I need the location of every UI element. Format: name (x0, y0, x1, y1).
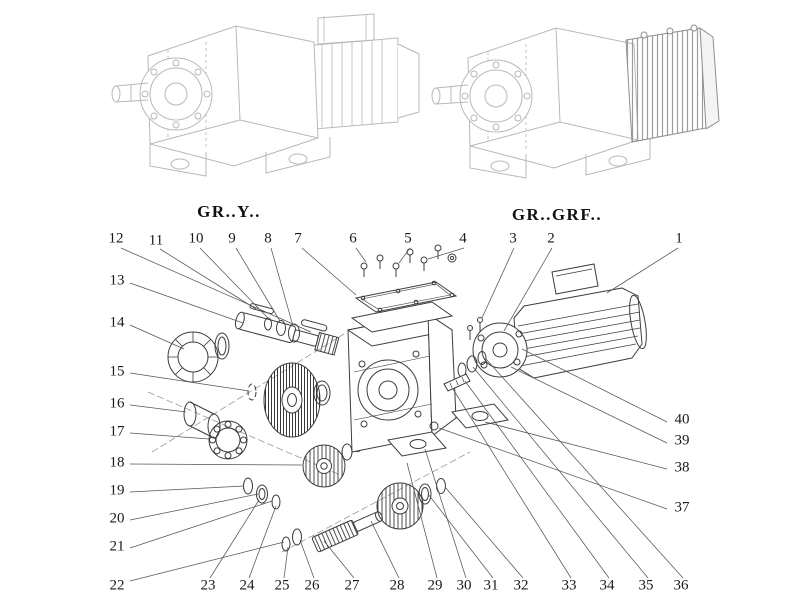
terminal-box (551, 263, 599, 295)
callout-25: 25 (274, 577, 290, 594)
helical-gear-large (263, 362, 321, 438)
callout-38: 38 (674, 459, 690, 476)
cover-plate (354, 281, 458, 313)
callout-36: 36 (673, 577, 689, 594)
intermediate-gear-assembly (243, 438, 363, 510)
spacer (436, 478, 446, 494)
gearbox-gr-y (111, 25, 331, 177)
callout-39: 39 (674, 432, 690, 449)
ball-bearing (208, 420, 248, 460)
fan-cover-gr-grf (625, 24, 720, 143)
callout-24: 24 (239, 577, 255, 594)
washer (288, 323, 300, 343)
callout-26: 26 (304, 577, 320, 594)
callout-19: 19 (109, 482, 125, 499)
gear-housing (346, 313, 509, 457)
bearing-small (418, 483, 432, 505)
input-shaft (234, 311, 340, 356)
output-shaft-gr-y (111, 82, 149, 103)
callout-31: 31 (483, 577, 499, 594)
callout-34: 34 (599, 577, 615, 594)
washer (281, 536, 291, 552)
assembled-view-gr-y (111, 13, 420, 177)
callout-23: 23 (200, 577, 216, 594)
breather-plug (447, 253, 457, 263)
callout-20: 20 (109, 510, 125, 527)
callout-35: 35 (638, 577, 654, 594)
callout-18: 18 (109, 454, 125, 471)
gear-second-stage (302, 444, 346, 488)
motor-flange (472, 322, 528, 378)
circlip (247, 383, 257, 401)
callout-28: 28 (389, 577, 405, 594)
callout-27: 27 (344, 577, 360, 594)
callout-2: 2 (547, 230, 555, 247)
motor-gr-y (301, 13, 420, 131)
washer (256, 484, 268, 504)
callout-10: 10 (188, 230, 204, 247)
callout-5: 5 (404, 230, 412, 247)
pinion-shaft-assembly (281, 478, 446, 553)
callout-4: 4 (459, 230, 467, 247)
callout-30: 30 (456, 577, 472, 594)
washer (292, 528, 302, 546)
callout-1: 1 (675, 230, 683, 247)
output-shaft-gr-grf (431, 84, 469, 105)
callout-22: 22 (109, 577, 125, 594)
washer (271, 494, 281, 510)
gasket (350, 301, 454, 333)
flange-bolts (467, 317, 483, 340)
callout-6: 6 (349, 230, 357, 247)
callout-17: 17 (109, 423, 125, 440)
callout-21: 21 (109, 538, 125, 555)
model-label-gr-grf: GR..GRF.. (511, 205, 603, 224)
callout-9: 9 (228, 230, 236, 247)
feet-gr-y (149, 137, 331, 177)
housing-cover-and-gasket (350, 280, 458, 333)
callout-40: 40 (674, 411, 690, 428)
callout-16: 16 (109, 395, 125, 412)
bolt-circle-gr-grf (461, 61, 531, 131)
washer (243, 477, 253, 495)
feet-gr-grf (469, 139, 651, 179)
leader-lines (120, 247, 684, 582)
washer (276, 320, 286, 336)
callout-8: 8 (264, 230, 272, 247)
gear-output-stage (376, 482, 424, 530)
callout-12: 12 (108, 230, 124, 247)
input-shaft-assembly-upper (167, 303, 340, 383)
shim-ring (167, 331, 219, 383)
model-label-gr-y: GR..Y.. (197, 202, 261, 221)
callout-14: 14 (109, 314, 125, 331)
assembled-view-gr-grf (431, 24, 720, 179)
spacer (341, 443, 353, 461)
callout-32: 32 (513, 577, 529, 594)
motor-body (513, 287, 647, 379)
motor-pinion-parts (443, 351, 487, 392)
motor-assembly (443, 263, 647, 392)
spacer-ring (313, 380, 331, 406)
seal-ring (214, 332, 230, 360)
callout-33: 33 (561, 577, 577, 594)
gearbox-gr-grf (431, 27, 651, 179)
callout-13: 13 (109, 272, 125, 289)
bolt-circle-gr-y (141, 59, 211, 129)
callout-11: 11 (148, 232, 164, 249)
cover-screws (360, 244, 457, 277)
callout-37: 37 (674, 499, 690, 516)
callout-3: 3 (509, 230, 517, 247)
callout-29: 29 (427, 577, 443, 594)
output-gear-assembly (183, 362, 331, 460)
drain-plug (429, 421, 439, 431)
callout-7: 7 (294, 230, 302, 247)
exploded-view (167, 244, 647, 553)
bushing (183, 401, 221, 439)
callout-15: 15 (109, 363, 125, 380)
shaft-key (300, 319, 328, 332)
